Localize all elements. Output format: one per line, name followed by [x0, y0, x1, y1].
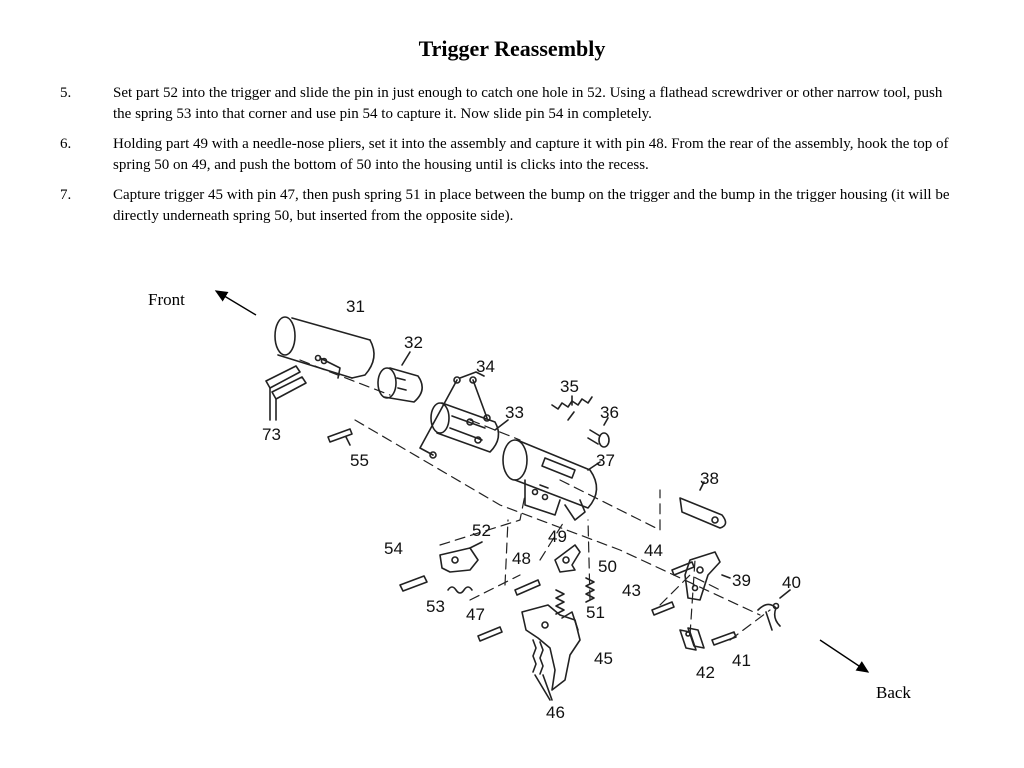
part-label-31: 31: [346, 297, 365, 316]
part-label-36: 36: [600, 403, 619, 422]
part-label-51: 51: [586, 603, 605, 622]
part-51-spring: [555, 589, 565, 615]
part-36-pin: [587, 417, 610, 448]
front-arrow-icon: [214, 290, 257, 316]
part-label-73: 73: [262, 425, 281, 444]
part-label-53: 53: [426, 597, 445, 616]
part-label-41: 41: [732, 651, 751, 670]
part-44-pin: [671, 561, 695, 576]
part-label-32: 32: [404, 333, 423, 352]
part-50-spring: [585, 577, 595, 603]
instruction-list: 5. Set part 52 into the trigger and slid…: [60, 83, 955, 236]
part-label-34: 34: [476, 357, 495, 376]
part-54-pin: [399, 575, 428, 592]
part-39-disconnector: [684, 551, 731, 601]
part-label-48: 48: [512, 549, 531, 568]
part-48-pin: [514, 579, 541, 596]
part-47-pin: [477, 626, 503, 642]
part-41-pin: [711, 631, 737, 646]
part-73-pins: [265, 365, 307, 421]
part-label-52: 52: [472, 521, 491, 540]
part-label-50: 50: [598, 557, 617, 576]
part-label-55: 55: [350, 451, 369, 470]
part-label-40: 40: [782, 573, 801, 592]
part-43-pin: [651, 601, 675, 616]
step-number: 6.: [60, 136, 72, 152]
part-42-bracket: [679, 627, 705, 651]
part-label-54: 54: [384, 539, 403, 558]
part-37-trigger-housing: [502, 439, 601, 521]
part-label-46: 46: [546, 703, 565, 722]
part-label-45: 45: [594, 649, 613, 668]
part-53-spring: [447, 586, 473, 594]
part-label-38: 38: [700, 469, 719, 488]
back-label: Back: [876, 683, 911, 702]
step-text: Holding part 49 with a needle-nose plier…: [113, 136, 949, 173]
part-label-44: 44: [644, 541, 663, 560]
part-label-33: 33: [505, 403, 524, 422]
back-arrow-icon: [819, 639, 870, 673]
step-text: Set part 52 into the trigger and slide t…: [113, 85, 943, 122]
part-label-49: 49: [548, 527, 567, 546]
page-title: Trigger Reassembly: [418, 36, 606, 61]
part-32-sleeve: [377, 351, 423, 403]
front-label: Front: [148, 290, 185, 309]
step-item: 6. Holding part 49 with a needle-nose pl…: [60, 134, 955, 176]
part-label-43: 43: [622, 581, 641, 600]
assembly-lines: [299, 359, 771, 641]
part-45-trigger: [521, 604, 581, 691]
part-55-pin: [327, 428, 353, 443]
part-33-insert: [430, 402, 509, 453]
part-31-housing: [274, 316, 375, 379]
part-label-39: 39: [732, 571, 751, 590]
part-38-lever: [679, 481, 727, 529]
part-46-springs: [532, 639, 553, 701]
part-label-47: 47: [466, 605, 485, 624]
step-number: 7.: [60, 187, 72, 203]
part-label-37: 37: [596, 451, 615, 470]
part-40-spring-clip: [757, 589, 791, 631]
part-label-35: 35: [560, 377, 579, 396]
step-text: Capture trigger 45 with pin 47, then pus…: [113, 187, 950, 224]
step-item: 5. Set part 52 into the trigger and slid…: [60, 83, 955, 125]
part-34-balls: [419, 371, 491, 459]
part-52-sear: [439, 541, 483, 573]
part-label-42: 42: [696, 663, 715, 682]
step-item: 7. Capture trigger 45 with pin 47, then …: [60, 185, 955, 227]
part-49-hammer: [554, 544, 581, 573]
step-number: 5.: [60, 85, 72, 101]
